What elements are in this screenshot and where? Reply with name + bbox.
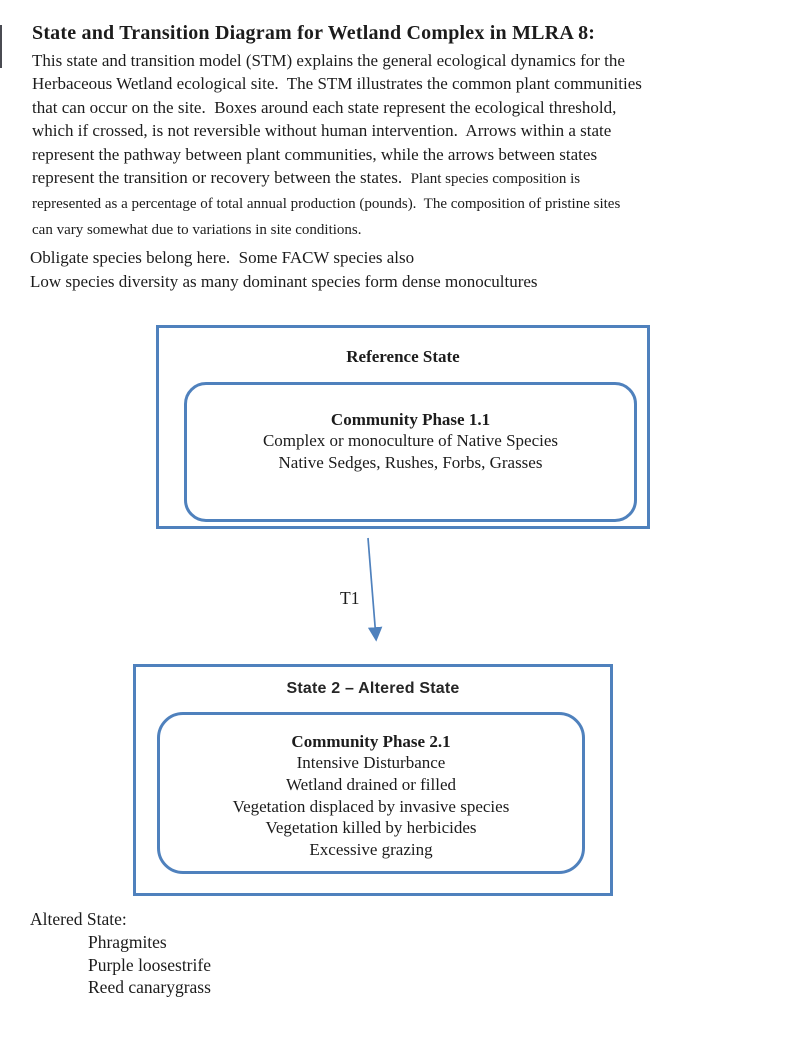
notes: Obligate species belong here. Some FACW … [30, 246, 770, 293]
community-phase-2-box: Community Phase 2.1 Intensive Disturbanc… [157, 712, 585, 874]
text-line: can vary somewhat due to variations in s… [32, 221, 362, 238]
ref-phase-lines: Complex or monoculture of Native Species… [187, 430, 634, 474]
text-line: Herbaceous Wetland ecological site. The … [32, 74, 642, 94]
text-line: This state and transition model (STM) ex… [32, 51, 625, 70]
text-line: represented as a percentage of total ann… [32, 196, 621, 213]
text-line: that can occur on the site. Boxes around… [32, 97, 617, 117]
text-line: Purple loosestrife [88, 954, 211, 975]
text-line: Vegetation displaced by invasive species [232, 796, 510, 816]
text-line: represent the pathway between plant comm… [32, 144, 598, 164]
state2-box: State 2 – Altered State Community Phase … [133, 664, 613, 896]
text-line: Excessive grazing [309, 840, 433, 860]
text-line: Native Sedges, Rushes, Forbs, Grasses [278, 452, 543, 472]
reference-state-title: Reference State [346, 347, 460, 366]
community-phase-2-title: Community Phase 2.1 [291, 732, 451, 751]
text-line: Vegetation killed by herbicides [265, 818, 477, 838]
text-line: Complex or monoculture of Native Species [262, 431, 559, 450]
state2-title: State 2 – Altered State [286, 680, 460, 697]
transition-label: T1 [340, 588, 360, 608]
page-title: State and Transition Diagram for Wetland… [32, 22, 596, 44]
text-line: which if crossed, is not reversible with… [32, 121, 612, 141]
transition-arrow [367, 537, 383, 642]
community-phase-1-title: Community Phase 1.1 [330, 410, 491, 429]
text-line: Low species diversity as many dominant s… [30, 271, 538, 291]
altered-state-heading: Altered State: [30, 909, 127, 929]
text-line: represent the transition or recovery bet… [32, 168, 581, 188]
text-line: Wetland drained or filled [286, 774, 456, 794]
text-line: Reed canarygrass [88, 977, 211, 998]
intro-paragraph: This state and transition model (STM) ex… [32, 49, 777, 242]
reference-state-box: Reference State Community Phase 1.1 Comp… [156, 325, 650, 529]
text-line: Intensive Disturbance [296, 753, 446, 772]
page-edge-artifact [0, 25, 2, 68]
text-line: Phragmites [88, 932, 167, 952]
text-line: Obligate species belong here. Some FACW … [30, 248, 415, 267]
community-phase-1-box: Community Phase 1.1 Complex or monocultu… [184, 382, 637, 522]
